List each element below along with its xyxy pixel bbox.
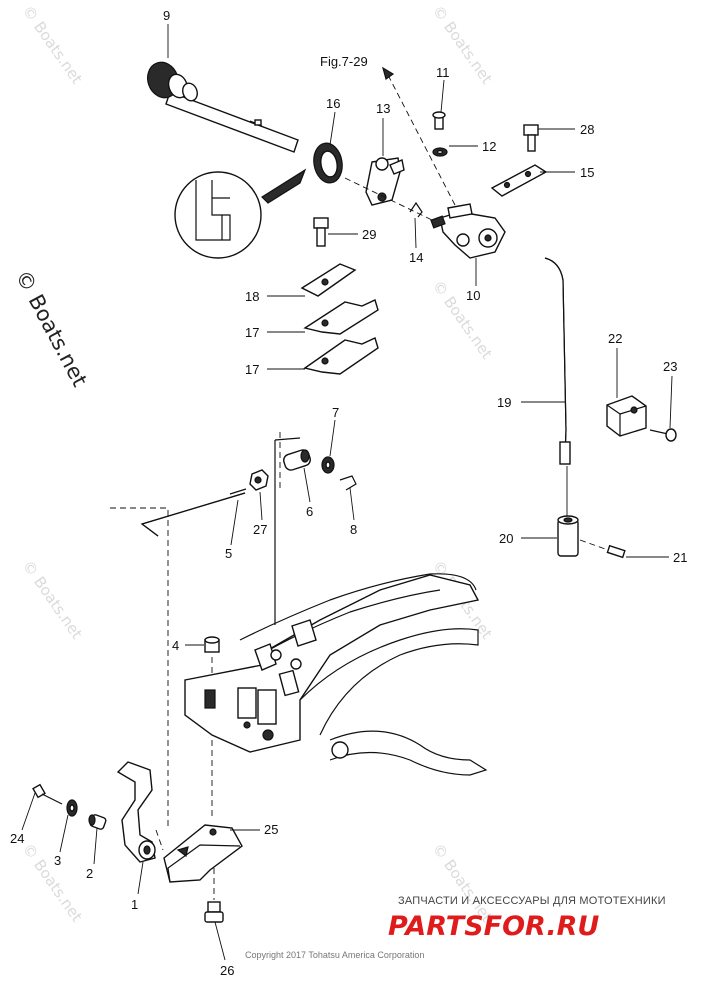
copyright-notice: Copyright 2017 Tohatsu America Corporati… <box>245 950 424 960</box>
part-22-block <box>606 395 647 437</box>
callout-8: 8 <box>350 522 357 537</box>
callout-3: 3 <box>54 853 61 868</box>
callout-16: 16 <box>326 96 340 111</box>
callout-1: 1 <box>131 897 138 912</box>
callout-28: 28 <box>580 122 594 137</box>
callout-4: 4 <box>172 638 179 653</box>
callout-7: 7 <box>332 405 339 420</box>
part-8-clip <box>339 475 357 491</box>
watermark-tiles: © Boats.net © Boats.net © Boats.net © Bo… <box>19 2 496 925</box>
part-5-rod <box>140 488 247 537</box>
callout-20: 20 <box>499 531 513 546</box>
callout-15: 15 <box>580 165 594 180</box>
bracket-assembly <box>184 437 488 776</box>
callout-22: 22 <box>608 331 622 346</box>
part-15-plate <box>490 164 548 197</box>
callout-11: 11 <box>436 65 450 80</box>
callout-5: 5 <box>225 546 232 561</box>
part-3-washer-hole <box>69 804 75 812</box>
callout-18: 18 <box>245 289 259 304</box>
part-12-washer-hole <box>436 149 444 155</box>
callout-10: 10 <box>466 288 480 303</box>
part-26-bolt <box>204 901 224 923</box>
callout-9: 9 <box>163 8 170 23</box>
callout-6: 6 <box>306 504 313 519</box>
side-watermark: © Boats.net <box>11 266 92 390</box>
watermark-tile: © Boats.net <box>19 840 86 925</box>
callout-2: 2 <box>86 866 93 881</box>
part-4-nut <box>204 636 220 653</box>
part-25-bracket <box>163 824 243 883</box>
link-lead <box>344 177 433 221</box>
part-1-lever <box>116 761 156 863</box>
part-13-link <box>365 157 405 206</box>
part-16-seal <box>313 142 343 184</box>
part-23-screw <box>649 428 677 442</box>
fig-ref-lead <box>387 74 456 206</box>
callout-labels: 1 2 3 4 5 6 7 8 9 10 11 12 13 14 15 16 1… <box>10 8 687 978</box>
brand-tagline: ЗАПЧАСТИ И АКСЕССУАРЫ ДЛЯ МОТОТЕХНИКИ <box>398 895 666 907</box>
part-10-shift-arm <box>430 203 506 259</box>
callout-23: 23 <box>663 359 677 374</box>
callout-14: 14 <box>409 250 423 265</box>
figure-reference-label: Fig.7-29 <box>320 54 368 69</box>
callout-27: 27 <box>253 522 267 537</box>
part-11-screw <box>432 111 446 130</box>
pin-lead <box>579 539 609 551</box>
part-19-shift-rod <box>544 257 571 520</box>
part-29-bolt <box>313 217 329 247</box>
part-24-bolt <box>32 783 63 805</box>
seal-detail-view <box>174 168 307 259</box>
part-9-shift-rod <box>147 61 299 153</box>
callout-24: 24 <box>10 831 24 846</box>
brand-logo: PARTSFOR.RU <box>388 911 599 942</box>
part-6-collar <box>283 449 311 471</box>
part-18-plate <box>300 263 357 297</box>
watermark-tile: © Boats.net <box>429 277 496 362</box>
part-2-bushing <box>88 814 107 830</box>
watermark-tile: © Boats.net <box>19 557 86 642</box>
assembly-lead-left <box>110 507 169 830</box>
callout-25: 25 <box>264 822 278 837</box>
watermark-tile: © Boats.net <box>19 2 86 87</box>
callout-21: 21 <box>673 550 687 565</box>
callout-26: 26 <box>220 963 234 978</box>
fig-ref-arrow <box>382 66 395 80</box>
part-28-bolt <box>523 124 539 152</box>
leader-lines <box>21 24 673 961</box>
assembly-lead-shaft <box>155 829 164 851</box>
callout-29: 29 <box>362 227 376 242</box>
part-27-nut <box>249 469 269 491</box>
part-21-pin <box>606 544 626 559</box>
part-20-joint <box>557 515 579 557</box>
callout-17a: 17 <box>245 325 259 340</box>
part-17-plate-a <box>303 299 379 335</box>
callout-19: 19 <box>497 395 511 410</box>
callout-17b: 17 <box>245 362 259 377</box>
callout-12: 12 <box>482 139 496 154</box>
callout-13: 13 <box>376 101 390 116</box>
part-17-plate-b <box>303 337 379 375</box>
part-7-washer-hole <box>325 461 331 469</box>
